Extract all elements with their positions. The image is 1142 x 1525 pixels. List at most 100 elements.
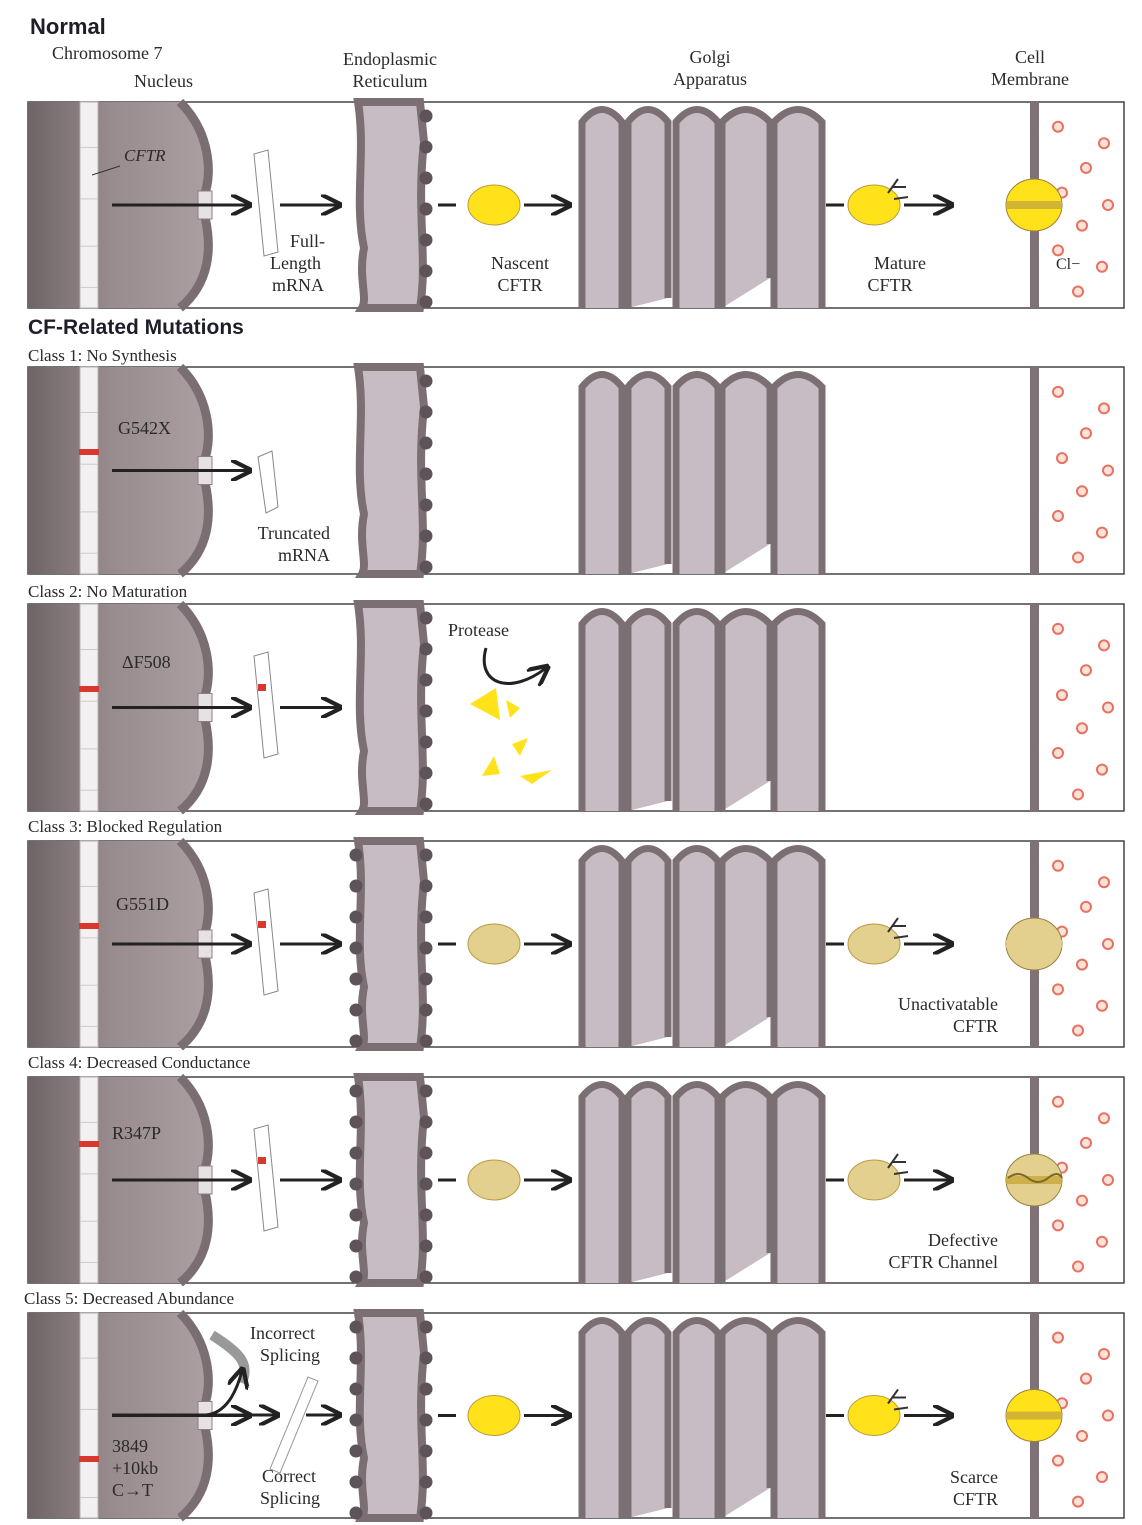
panel-c2: [28, 604, 1124, 811]
ribosome: [420, 203, 433, 216]
chloride-ion: [1077, 960, 1087, 970]
golgi-cisterna: [722, 110, 770, 309]
ribosome: [420, 612, 433, 625]
chloride-ion: [1073, 789, 1083, 799]
chloride-ion: [1053, 387, 1063, 397]
mrna-label-line2: Length: [270, 252, 321, 274]
ribosome: [350, 1209, 363, 1222]
golgi-cisterna: [774, 612, 822, 812]
correct-splicing-label-line2: Splicing: [260, 1487, 320, 1509]
chloride-ion: [1099, 1113, 1109, 1123]
ribosome: [420, 375, 433, 388]
ribosome: [350, 1004, 363, 1017]
channel-pore: [1006, 201, 1062, 209]
mutation-label-class5-line3: C→T: [112, 1479, 153, 1501]
cell-membrane: [1030, 604, 1039, 811]
chromosome: [80, 1077, 98, 1283]
mutation-label-class5-line1: 3849: [112, 1435, 148, 1457]
ribosome: [420, 499, 433, 512]
golgi-cisterna: [628, 612, 668, 812]
golgi-cisterna: [722, 1321, 770, 1519]
channel-pore: [1006, 1176, 1062, 1184]
nascent-label-line2: CFTR: [460, 274, 580, 296]
golgi-cisterna: [676, 110, 718, 309]
correct-splicing-label-line1: Correct: [262, 1465, 316, 1487]
mature-label-line1: Mature: [840, 252, 960, 274]
chloride-ion: [1053, 748, 1063, 758]
golgi-cisterna: [774, 849, 822, 1048]
ribosome: [350, 1178, 363, 1191]
golgi-cisterna: [676, 1321, 718, 1519]
ribosome: [420, 468, 433, 481]
chloride-ion: [1081, 428, 1091, 438]
mrna-label-line1: Full-: [290, 230, 325, 252]
ribosome: [350, 1085, 363, 1098]
mrna-label-line3: mRNA: [272, 274, 324, 296]
chromosome: [80, 367, 98, 574]
chromosome: [80, 604, 98, 811]
golgi-cisterna: [582, 849, 622, 1048]
ribosome: [350, 880, 363, 893]
ribosome: [420, 1352, 433, 1365]
ribosome: [350, 1321, 363, 1334]
golgi-cisterna: [582, 110, 622, 309]
ribosome: [420, 1271, 433, 1284]
golgi-cisterna: [676, 849, 718, 1048]
ribosome: [420, 736, 433, 749]
nascent-label-line1: Nascent: [460, 252, 580, 274]
endoplasmic-reticulum: [358, 1077, 424, 1283]
chloride-ion: [1053, 861, 1063, 871]
golgi-cisterna: [582, 1321, 622, 1519]
ribosome: [420, 1414, 433, 1427]
chloride-ion: [1053, 624, 1063, 634]
endoplasmic-reticulum: [358, 102, 424, 308]
ribosome: [420, 1476, 433, 1489]
chloride-ion: [1097, 528, 1107, 538]
golgi-cisterna: [628, 110, 668, 309]
ribosome: [420, 849, 433, 862]
truncated-label-line1: Truncated: [210, 522, 330, 544]
ribosome: [420, 1445, 433, 1458]
nascent-protein: [468, 1160, 520, 1200]
chloride-ion: [1077, 486, 1087, 496]
cftr-channel: [1006, 179, 1062, 231]
golgi-cisterna: [676, 375, 718, 575]
golgi-cisterna: [628, 1321, 668, 1519]
ribosome: [420, 1507, 433, 1520]
mutation-label-class3: G551D: [116, 893, 169, 915]
class4-title: Class 4: Decreased Conductance: [28, 1053, 250, 1073]
incorrect-splicing-label-line2: Splicing: [260, 1344, 320, 1366]
endoplasmic-reticulum: [358, 1313, 424, 1518]
class2-title: Class 2: No Maturation: [28, 582, 187, 602]
ribosome: [350, 1383, 363, 1396]
ribosome: [420, 880, 433, 893]
cftr-gene-label: CFTR: [124, 145, 166, 167]
nascent-protein: [468, 924, 520, 964]
cftr-channel: [1006, 1154, 1062, 1206]
ribosome: [420, 1035, 433, 1048]
ribosome: [350, 973, 363, 986]
nascent-protein: [468, 185, 520, 225]
ribosome: [420, 1004, 433, 1017]
golgi-cisterna: [628, 849, 668, 1048]
defective-label-line2: CFTR Channel: [840, 1251, 998, 1273]
ribosome: [420, 1085, 433, 1098]
class3-title: Class 3: Blocked Regulation: [28, 817, 222, 837]
class5-title: Class 5: Decreased Abundance: [24, 1289, 234, 1309]
chloride-ion: [1097, 765, 1107, 775]
chloride-ion: [1103, 200, 1113, 210]
ribosome: [420, 530, 433, 543]
chloride-ion: [1053, 984, 1063, 994]
chloride-ion: [1081, 665, 1091, 675]
cftr-channel: [1006, 1390, 1062, 1442]
ribosome: [350, 1414, 363, 1427]
ribosome: [420, 643, 433, 656]
golgi-cisterna: [722, 1085, 770, 1284]
mrna-mutation: [258, 684, 266, 691]
chloride-ion: [1053, 1220, 1063, 1230]
chloride-ion: [1099, 640, 1109, 650]
ribosome: [420, 1116, 433, 1129]
chloride-ion: [1053, 1333, 1063, 1343]
ribosome: [350, 849, 363, 862]
mutation-marker: [79, 1141, 99, 1147]
